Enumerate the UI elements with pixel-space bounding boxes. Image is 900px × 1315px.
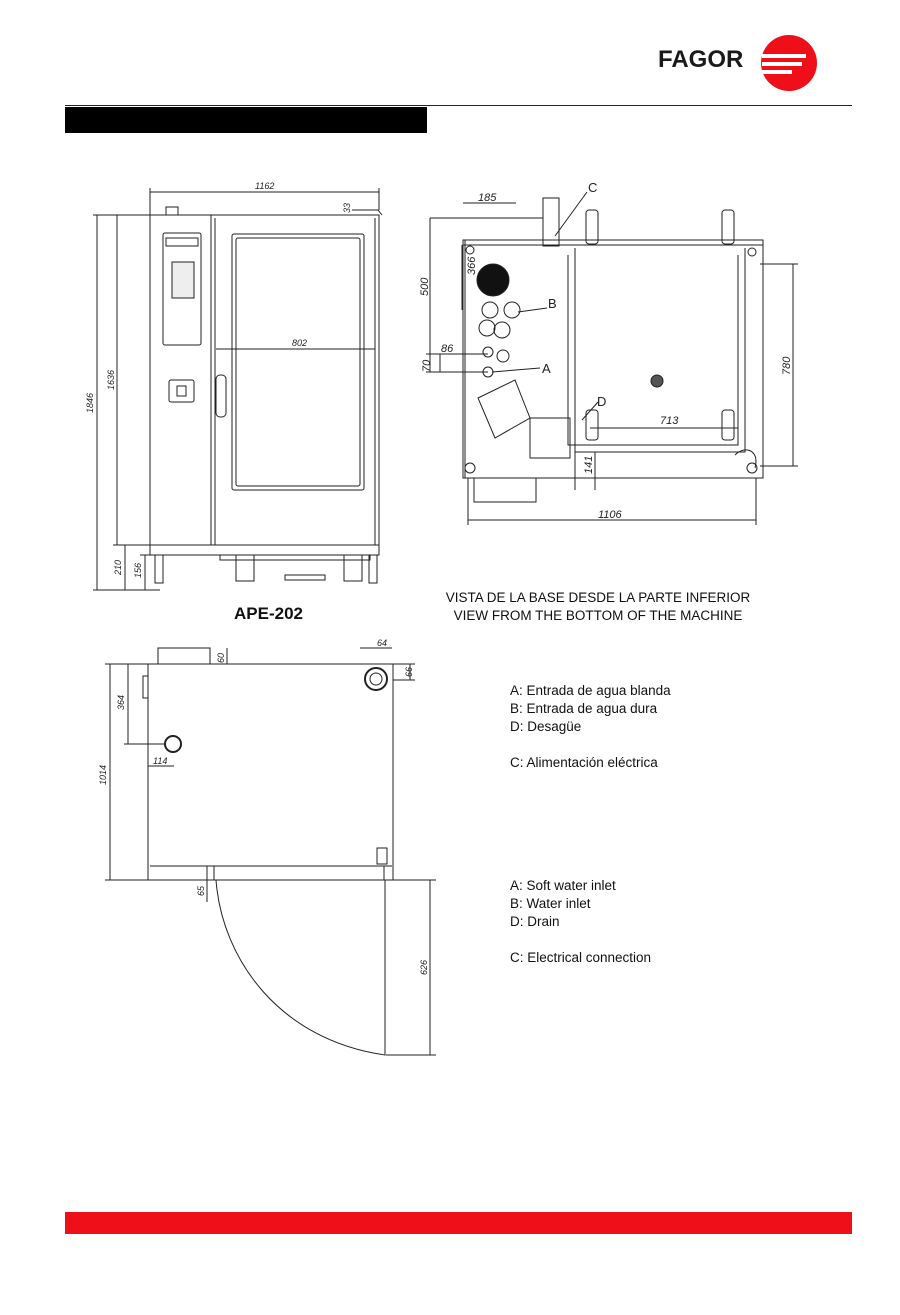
dim-500: 500: [419, 277, 431, 296]
header-bar: [65, 107, 427, 133]
callout-d: D: [597, 394, 606, 409]
legend-es: A: Entrada de agua blanda B: Entrada de …: [510, 682, 671, 772]
logo-wordmark: FAGOR: [658, 46, 744, 73]
dim-780: 780: [781, 356, 793, 375]
legend-es-item: D: Desagüe: [510, 719, 582, 734]
footer-bar: [65, 1212, 852, 1234]
callout-b: B: [548, 296, 557, 311]
dim-64: 64: [377, 638, 387, 648]
dim-total-height: 1846: [85, 393, 95, 413]
model-name: APE-202: [234, 604, 303, 623]
legend-es-item: B: Entrada de agua dura: [510, 701, 658, 716]
caption-es: VISTA DE LA BASE DESDE LA PARTE INFERIOR: [445, 590, 751, 605]
header-rule: [65, 105, 852, 106]
dim-114: 114: [153, 756, 167, 766]
dim-70: 70: [421, 359, 433, 372]
dim-foot-height: 156: [133, 563, 143, 578]
legend-en-item: A: Soft water inlet: [510, 878, 616, 893]
dim-66: 66: [404, 667, 414, 677]
dim-185: 185: [478, 192, 497, 204]
dim-door-width: 802: [292, 338, 307, 348]
dim-60: 60: [216, 653, 226, 663]
dim-366: 366: [466, 256, 478, 275]
dim-1106: 1106: [598, 509, 623, 521]
dim-front-width: 1162: [255, 181, 274, 191]
callout-c: C: [588, 180, 597, 195]
caption-en: VIEW FROM THE BOTTOM OF THE MACHINE: [453, 608, 743, 623]
dim-364: 364: [116, 695, 126, 710]
dim-141: 141: [583, 456, 595, 474]
legend-en: A: Soft water inlet B: Water inlet D: Dr…: [510, 877, 651, 967]
legend-es-item: A: Entrada de agua blanda: [510, 683, 671, 698]
legend-en-item: D: Drain: [510, 914, 560, 929]
logo-emblem-icon: [761, 35, 817, 91]
dim-leg-height: 210: [113, 560, 123, 576]
legend-es-item: C: Alimentación eléctrica: [510, 755, 658, 770]
bottom-view: [426, 191, 798, 525]
dim-713: 713: [660, 415, 679, 427]
legend-en-item: B: Water inlet: [510, 896, 591, 911]
dim-1014: 1014: [98, 765, 108, 785]
dim-body-height: 1636: [106, 370, 116, 390]
dim-65: 65: [196, 885, 206, 896]
dim-86: 86: [441, 343, 454, 355]
legend-en-item: C: Electrical connection: [510, 950, 652, 965]
dim-front-top-gap: 33: [342, 203, 352, 213]
callout-a: A: [542, 361, 551, 376]
front-view: [93, 188, 383, 591]
fagor-logo: FAGOR: [654, 30, 832, 94]
top-view: [105, 647, 436, 1056]
dim-626: 626: [419, 960, 429, 975]
